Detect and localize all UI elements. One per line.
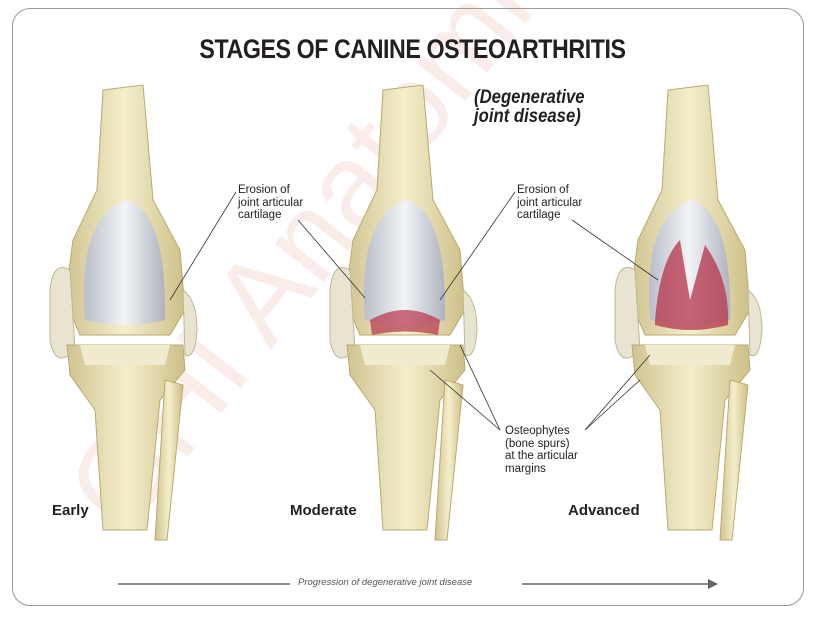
page-title: STAGES OF CANINE OSTEOARTHRITIS <box>199 34 626 64</box>
annotation-line: cartilage <box>238 209 282 221</box>
annotation-line: Osteophytes <box>505 425 570 437</box>
annotation-erosion-advanced: Erosion of joint articular cartilage <box>517 184 582 222</box>
annotation-line: Erosion of <box>238 184 290 196</box>
progression-arrow <box>118 579 718 589</box>
diagram-frame <box>12 8 804 606</box>
subtitle: (Degenerative joint disease) <box>474 88 585 126</box>
leader-lines <box>169 191 659 431</box>
subtitle-line: joint disease) <box>474 106 581 127</box>
annotation-line: (bone spurs) <box>505 437 570 450</box>
stage-label-early: Early <box>52 502 89 519</box>
subtitle-line: (Degenerative <box>474 87 585 108</box>
annotation-line: Erosion of <box>517 184 569 196</box>
knee-early <box>49 84 198 541</box>
annotation-line: margins <box>505 462 546 475</box>
annotation-osteophytes: Osteophytes (bone spurs) at the articula… <box>505 425 578 475</box>
stage-label-advanced: Advanced <box>568 502 640 519</box>
annotation-line: at the articular <box>505 450 578 462</box>
annotation-line: cartilage <box>517 209 561 221</box>
progression-label: Progression of degenerative joint diseas… <box>298 577 473 588</box>
annotation-erosion-early: Erosion of joint articular cartilage <box>238 184 303 222</box>
annotation-line: joint articular <box>238 196 304 209</box>
stage-label-moderate: Moderate <box>290 502 357 519</box>
annotation-line: joint articular <box>517 196 583 209</box>
erosion-moderate <box>370 310 440 335</box>
erosion-advanced <box>655 240 729 330</box>
